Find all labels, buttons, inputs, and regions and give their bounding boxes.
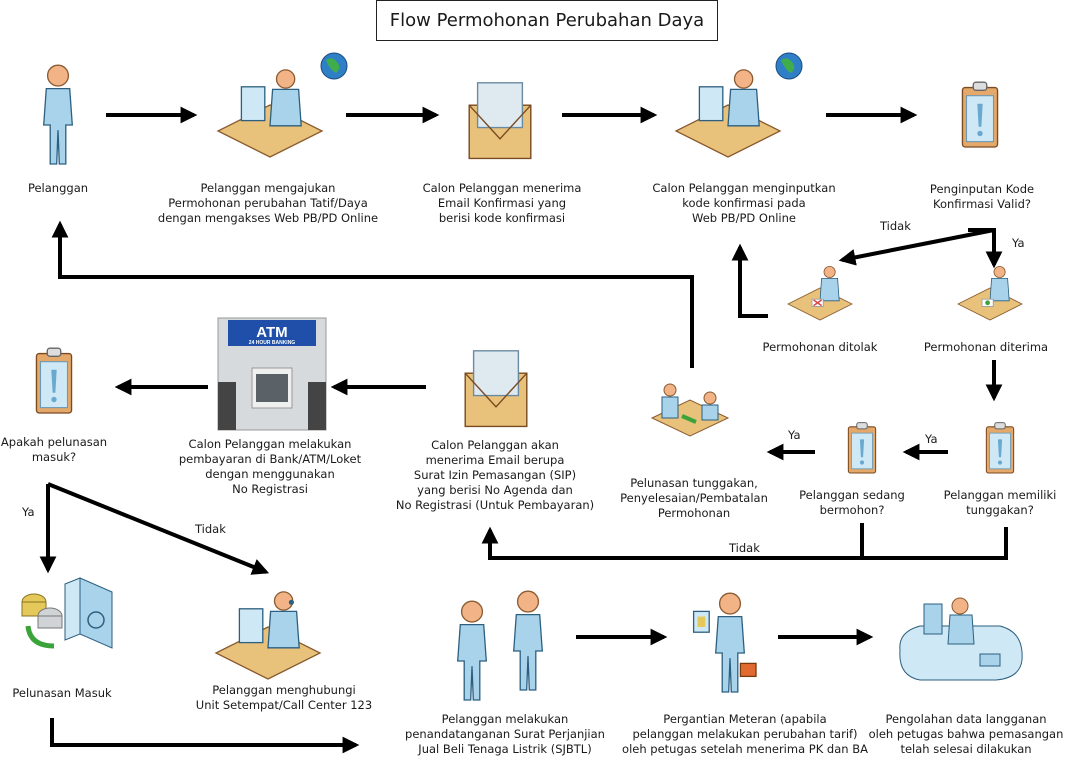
coins-safe-icon bbox=[21, 577, 113, 649]
envelope-icon bbox=[464, 350, 528, 428]
handshake-icon bbox=[457, 600, 487, 701]
node-label-pelunasan-tunggakan: Pelunasan tunggakan,Penyelesaian/Pembata… bbox=[620, 476, 768, 520]
arrows bbox=[39, 106, 1008, 754]
clipboard-exclamation-icon bbox=[985, 422, 1015, 474]
edge-label-valid-no: Tidak bbox=[880, 219, 911, 233]
globe-icon bbox=[320, 52, 348, 80]
edge-label-pelunasan-yes: Ya bbox=[22, 505, 35, 519]
person-at-computer-web-icon bbox=[675, 69, 781, 158]
node-label-diterima: Permohonan diterima bbox=[923, 340, 1049, 354]
edge-label-tunggakan-yes: Ya bbox=[925, 432, 938, 446]
node-label-pelunasan-masuk: Pelunasan Masuk bbox=[12, 686, 112, 700]
clipboard-exclamation-icon bbox=[847, 422, 877, 474]
globe-icon bbox=[775, 52, 803, 80]
clipboard-exclamation-icon bbox=[35, 347, 73, 414]
clipboard-exclamation-icon bbox=[961, 81, 999, 148]
arrow-pelunasan-tunggakan-to-pelanggan bbox=[51, 220, 694, 368]
arrow-tidak-to-email-sip bbox=[481, 526, 1008, 560]
office-workstation-icon bbox=[899, 597, 1023, 681]
technician-briefcase-icon bbox=[692, 592, 757, 693]
call-center-operator-icon bbox=[215, 591, 321, 680]
edge-label-bermohon-yes: Ya bbox=[788, 428, 801, 442]
desk-accepted-icon bbox=[957, 265, 1023, 321]
handshake-icon-partner bbox=[513, 590, 543, 691]
arrow-pelunasan-masuk-to-sjbtl bbox=[50, 718, 360, 754]
desk-rejected-icon bbox=[787, 265, 853, 321]
edge-label-valid-yes: Ya bbox=[1012, 236, 1025, 250]
counter-service-icon bbox=[650, 383, 730, 437]
node-label-pelanggan: Pelanggan bbox=[27, 181, 89, 195]
diagram-title: Flow Permohonan Perubahan Daya bbox=[376, 0, 718, 41]
atm-sign-subtext: 24 HOUR BANKING bbox=[249, 340, 296, 346]
arrow-pelunasan-no bbox=[47, 482, 270, 575]
arrow-ditolak-back bbox=[731, 243, 768, 318]
atm-sign-text: ATM bbox=[256, 324, 287, 341]
envelope-icon bbox=[468, 82, 532, 160]
edge-label-pelunasan-no: Tidak bbox=[195, 522, 226, 536]
standing-person-icon bbox=[43, 64, 73, 165]
node-label-ditolak: Permohonan ditolak bbox=[762, 340, 878, 354]
edge-label-tunggakan-no: Tidak bbox=[729, 541, 760, 555]
arrow-valid-no bbox=[838, 228, 995, 266]
person-at-computer-web-icon bbox=[217, 69, 323, 158]
atm-icon: ATM 24 HOUR BANKING bbox=[217, 317, 327, 431]
